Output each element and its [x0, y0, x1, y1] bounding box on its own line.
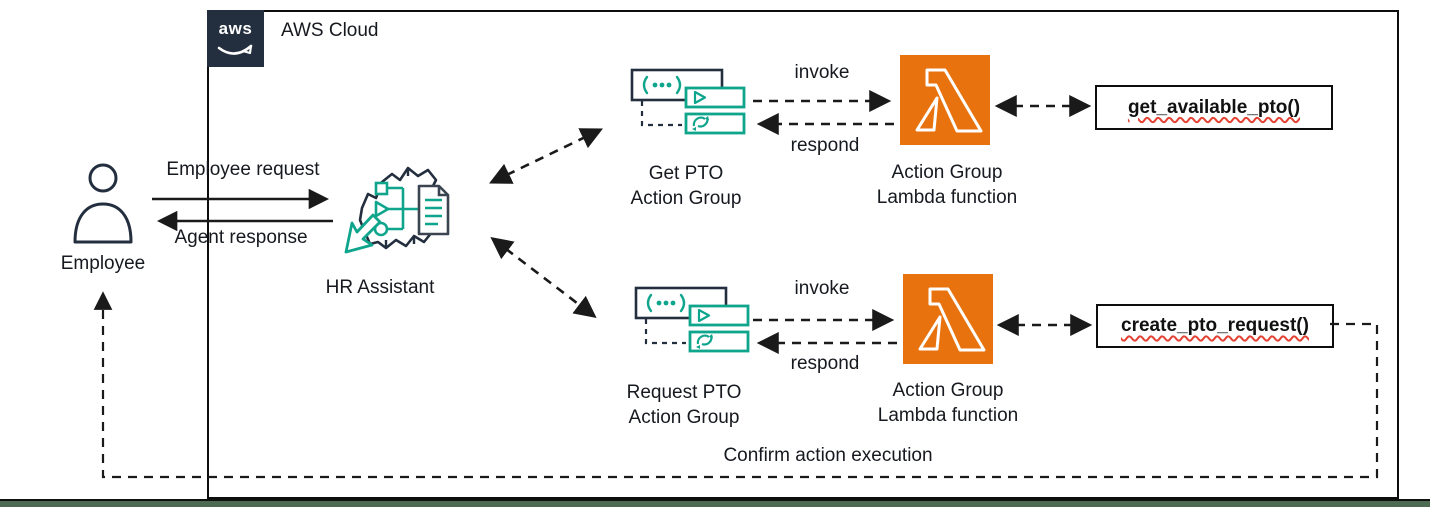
hr-assistant-label: HR Assistant	[325, 277, 435, 298]
aws-smile-icon	[217, 44, 253, 55]
lambda-icon-top	[900, 55, 990, 145]
get-pto-group-label-line1: Get PTO	[648, 163, 724, 184]
create-pto-request-function-box: create_pto_request()	[1096, 304, 1334, 348]
get-pto-group-label-line2: Action Group	[630, 188, 742, 209]
lambda-label-bottom-line2: Lambda function	[877, 405, 1019, 426]
request-pto-group-label: Request PTO Action Group	[627, 380, 742, 430]
invoke-label-bottom: invoke	[794, 278, 850, 299]
confirm-action-execution-label: Confirm action execution	[723, 445, 933, 466]
aws-logo-text: aws	[218, 19, 253, 38]
respond-label-top: respond	[790, 135, 860, 156]
request-pto-action-group-icon	[634, 286, 750, 353]
aws-logo: aws	[207, 10, 264, 67]
agent-response-label: Agent response	[174, 227, 308, 248]
lambda-label-top: Action Group Lambda function	[877, 160, 1018, 210]
lambda-icon-bottom	[903, 274, 993, 364]
lambda-label-bottom-line1: Action Group	[892, 380, 1004, 401]
lambda-label-top-line2: Lambda function	[876, 187, 1018, 208]
employee-label: Employee	[60, 253, 146, 274]
get-available-pto-function-box: get_available_pto()	[1095, 85, 1333, 130]
respond-label-bottom: respond	[790, 353, 860, 374]
footer-accent-bar	[0, 499, 1430, 507]
invoke-label-top: invoke	[794, 62, 850, 83]
lambda-label-top-line1: Action Group	[891, 162, 1003, 183]
create-pto-request-function-name: create_pto_request()	[1121, 315, 1309, 336]
get-pto-group-label: Get PTO Action Group	[631, 161, 742, 211]
get-pto-action-group-icon	[630, 68, 746, 135]
employee-request-label: Employee request	[166, 159, 320, 180]
request-pto-group-label-line2: Action Group	[628, 407, 740, 428]
aws-cloud-label: AWS Cloud	[281, 20, 379, 41]
employee-person-icon	[73, 163, 133, 244]
lambda-label-bottom: Action Group Lambda function	[878, 378, 1019, 428]
aws-cloud-boundary	[207, 10, 1399, 499]
get-available-pto-function-name: get_available_pto()	[1127, 96, 1301, 118]
hr-assistant-agent-icon	[344, 166, 450, 254]
request-pto-group-label-line1: Request PTO	[626, 382, 742, 403]
